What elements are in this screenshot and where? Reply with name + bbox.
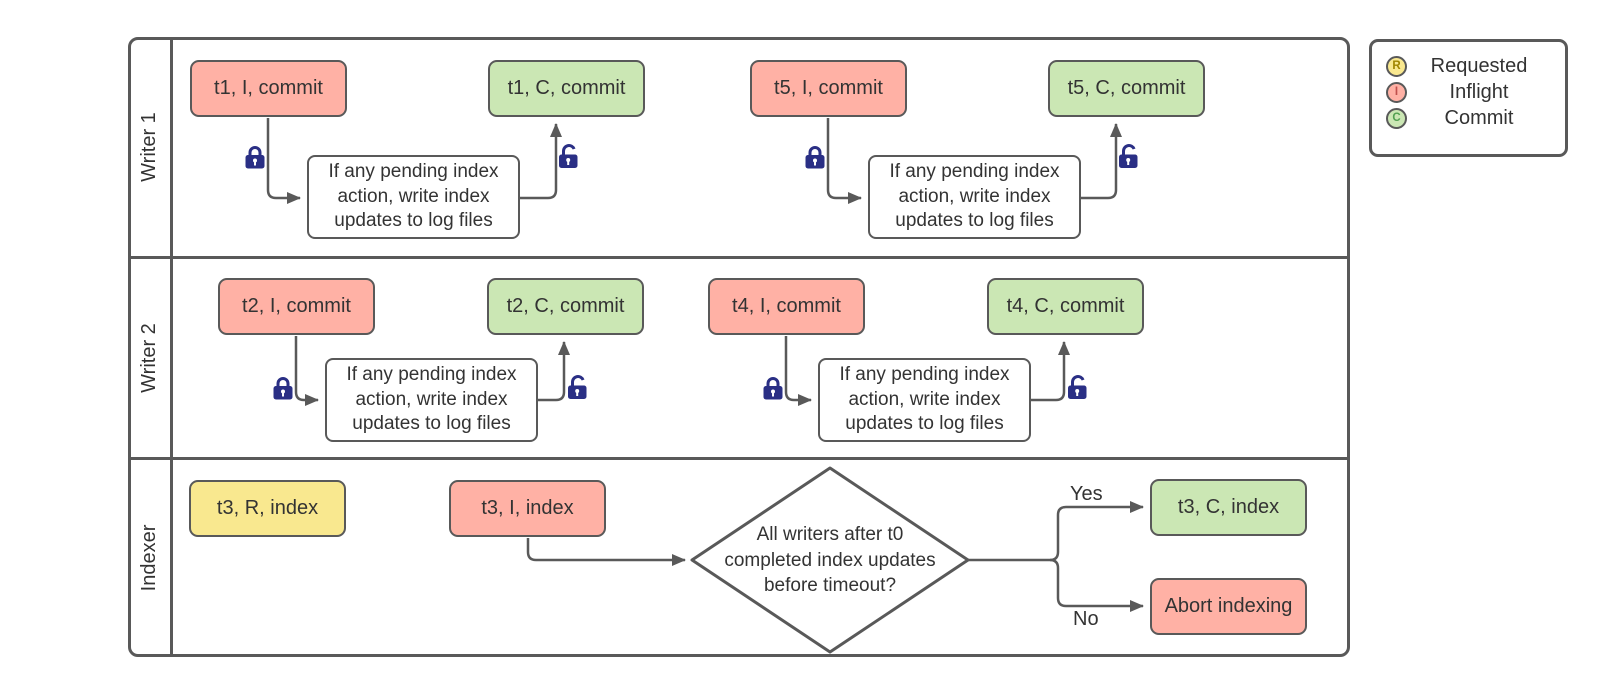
legend: R Requested I Inflight C Commit (1369, 39, 1568, 157)
lock-closed-icon (763, 377, 783, 400)
lane-label-indexer: Indexer (138, 524, 160, 592)
lock-open-icon (568, 375, 587, 399)
legend-label-commit: Commit (1444, 106, 1514, 129)
state-box-t1-commit: t1, C, commit (488, 60, 645, 117)
lock-open-icon (1119, 144, 1138, 168)
lane-divider-2 (128, 457, 1350, 460)
legend-item-commit: C Commit (1372, 105, 1565, 131)
process-box-writer1-b: If any pending index action, write index… (868, 155, 1081, 239)
state-box-t5-commit: t5, C, commit (1048, 60, 1205, 117)
process-box-writer1-a: If any pending index action, write index… (307, 155, 520, 239)
legend-label-requested: Requested (1430, 54, 1528, 77)
lock-open-icon (559, 144, 578, 168)
lane-divider-1 (128, 256, 1350, 259)
lane-label-writer-1: Writer 1 (138, 112, 160, 182)
state-box-t4-commit: t4, C, commit (987, 278, 1144, 335)
state-box-t4-inflight: t4, I, commit (708, 278, 865, 335)
state-box-t3-inflight: t3, I, index (449, 480, 606, 537)
legend-label-inflight: Inflight (1449, 80, 1509, 103)
legend-item-inflight: I Inflight (1372, 79, 1565, 105)
process-box-writer2-a: If any pending index action, write index… (325, 358, 538, 442)
lock-closed-icon (805, 146, 825, 169)
lock-open-icon (1068, 375, 1087, 399)
process-box-writer2-b: If any pending index action, write index… (818, 358, 1031, 442)
legend-item-requested: R Requested (1372, 53, 1565, 79)
state-box-t3-commit: t3, C, index (1150, 479, 1307, 536)
lane-label-writer-2: Writer 2 (138, 323, 160, 393)
inflight-badge-icon: I (1386, 81, 1407, 103)
yes-edge-label: Yes (1070, 483, 1103, 505)
lane-label-divider (170, 37, 173, 657)
requested-badge-icon: R (1386, 55, 1407, 77)
decision-diamond-label: All writers after t0 completed index upd… (724, 524, 936, 597)
state-box-t3-requested: t3, R, index (189, 480, 346, 537)
state-box-t2-inflight: t2, I, commit (218, 278, 375, 335)
abort-indexing-box: Abort indexing (1150, 578, 1307, 635)
lock-closed-icon (273, 377, 293, 400)
state-box-t1-inflight: t1, I, commit (190, 60, 347, 117)
state-box-t5-inflight: t5, I, commit (750, 60, 907, 117)
no-edge-label: No (1073, 608, 1099, 630)
commit-badge-icon: C (1386, 107, 1407, 129)
lock-closed-icon (245, 146, 265, 169)
state-box-t2-commit: t2, C, commit (487, 278, 644, 335)
